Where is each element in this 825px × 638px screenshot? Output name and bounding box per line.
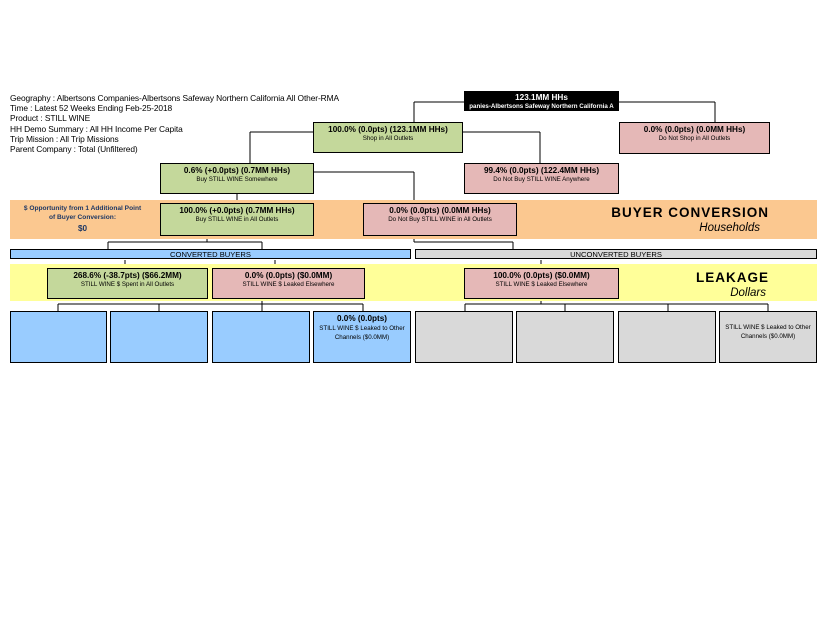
leakage-title: LEAKAGE [695, 270, 769, 285]
opportunity-line1: $ Opportunity from 1 Additional Point [23, 205, 142, 212]
not-buy-all-node[interactable]: 0.0% (0.0pts) (0.0MM HHs) Do Not Buy STI… [363, 203, 517, 236]
unconverted-channel-box-1[interactable] [415, 311, 513, 363]
converted-channel-box-3[interactable] [212, 311, 310, 363]
leaked-other-channels-converted-node[interactable]: 0.0% (0.0pts) STILL WINE $ Leaked to Oth… [313, 311, 411, 363]
trip-mission-text: Trip Mission : All Trip Missions [10, 133, 119, 144]
leaked-elsewhere-unconverted-node[interactable]: 100.0% (0.0pts) ($0.0MM) STILL WINE $ Le… [464, 268, 619, 299]
buy-all-node[interactable]: 100.0% (+0.0pts) (0.7MM HHs) Buy STILL W… [160, 203, 314, 236]
leaked-unconv-label: STILL WINE $ Leaked Elsewhere [495, 281, 588, 288]
not-buy-all-label: Do Not Buy STILL WINE in All Outlets [388, 216, 492, 223]
buyer-conversion-subtitle: Households [699, 222, 760, 234]
root-label: panies-Albertsons Safeway Northern Calif… [469, 103, 614, 110]
not-buy-all-value: 0.0% (0.0pts) (0.0MM HHs) [389, 206, 491, 215]
buy-all-label: Buy STILL WINE in All Outlets [195, 216, 279, 223]
leaked-conv-value: 0.0% (0.0pts) ($0.0MM) [244, 271, 333, 280]
buy-somewhere-node[interactable]: 0.6% (+0.0pts) (0.7MM HHs) Buy STILL WIN… [160, 163, 314, 194]
not-buy-anywhere-label: Do Not Buy STILL WINE Anywhere [493, 176, 590, 183]
converted-channel-box-2[interactable] [110, 311, 208, 363]
spent-label: STILL WINE $ Spent in All Outlets [80, 281, 175, 288]
converted-channel-box-1[interactable] [10, 311, 107, 363]
shop-label: Shop in All Outlets [362, 135, 414, 142]
report-info: Geography : Albertsons Companies-Alberts… [10, 93, 339, 154]
unconverted-buyers-header: UNCONVERTED BUYERS [415, 249, 817, 259]
leaked-elsewhere-converted-node[interactable]: 0.0% (0.0pts) ($0.0MM) STILL WINE $ Leak… [212, 268, 365, 299]
leakage-subtitle: Dollars [730, 287, 766, 299]
opportunity-value: $0 [77, 224, 88, 233]
converted-buyers-header: CONVERTED BUYERS [10, 249, 411, 259]
not-buy-anywhere-node[interactable]: 99.4% (0.0pts) (122.4MM HHs) Do Not Buy … [464, 163, 619, 194]
not-buy-anywhere-value: 99.4% (0.0pts) (122.4MM HHs) [483, 166, 600, 175]
leaked-conv-label: STILL WINE $ Leaked Elsewhere [242, 281, 335, 288]
root-value: 123.1MM HHs [515, 93, 568, 102]
spent-all-outlets-node[interactable]: 268.6% (-38.7pts) ($66.2MM) STILL WINE $… [47, 268, 208, 299]
other-conv-label: STILL WINE $ Leaked to Other Channels ($… [319, 325, 405, 341]
hh-demo-text: HH Demo Summary : All HH Income Per Capi… [10, 123, 183, 134]
unconverted-channel-box-2[interactable] [516, 311, 614, 363]
buy-somewhere-label: Buy STILL WINE Somewhere [196, 176, 278, 183]
parent-company-text: Parent Company : Total (Unfiltered) [10, 144, 138, 155]
no-shop-node[interactable]: 0.0% (0.0pts) (0.0MM HHs) Do Not Shop in… [619, 122, 770, 154]
other-unconv-label: STILL WINE $ Leaked to Other Channels ($… [725, 324, 811, 340]
shop-value: 100.0% (0.0pts) (123.1MM HHs) [328, 125, 448, 134]
no-shop-label: Do Not Shop in All Outlets [658, 135, 731, 142]
opportunity-block: $ Opportunity from 1 Additional Point of… [10, 204, 155, 233]
shop-node[interactable]: 100.0% (0.0pts) (123.1MM HHs) Shop in Al… [313, 122, 463, 153]
no-shop-value: 0.0% (0.0pts) (0.0MM HHs) [643, 125, 746, 134]
leaked-other-channels-unconverted-node[interactable]: STILL WINE $ Leaked to Other Channels ($… [719, 311, 817, 363]
buy-all-value: 100.0% (+0.0pts) (0.7MM HHs) [179, 206, 295, 215]
root-node[interactable]: 123.1MM HHs panies-Albertsons Safeway No… [464, 91, 619, 111]
opportunity-line2: of Buyer Conversion: [48, 214, 117, 221]
time-text: Time : Latest 52 Weeks Ending Feb-25-201… [10, 103, 173, 114]
buy-somewhere-value: 0.6% (+0.0pts) (0.7MM HHs) [183, 166, 291, 175]
spent-value: 268.6% (-38.7pts) ($66.2MM) [73, 271, 182, 280]
product-text: Product : STILL WINE [10, 113, 91, 124]
unconverted-channel-box-3[interactable] [618, 311, 716, 363]
geography-text: Geography : Albertsons Companies-Alberts… [10, 93, 339, 103]
other-conv-value: 0.0% (0.0pts) [336, 314, 388, 323]
leaked-unconv-value: 100.0% (0.0pts) ($0.0MM) [493, 271, 590, 280]
buyer-conversion-title: BUYER CONVERSION [611, 205, 769, 220]
